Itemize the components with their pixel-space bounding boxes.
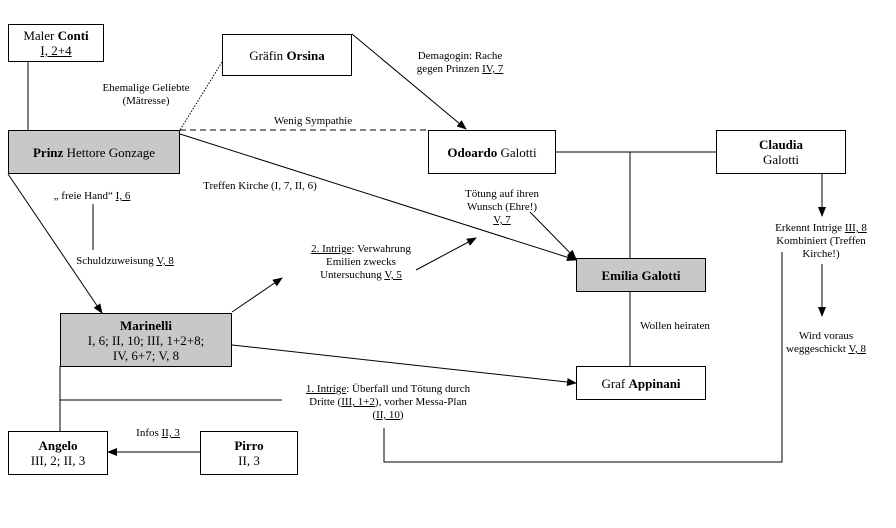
arrow-marinelli-appiani bbox=[231, 344, 577, 386]
label-intrige-2: 2. Intrige: Verwahrung Emilien zwecks Un… bbox=[311, 243, 411, 281]
node-odoardo-galotti: Odoardo Galotti bbox=[428, 130, 556, 174]
label-intrige-1: 1. Intrige: Überfall und Tötung durch Dr… bbox=[305, 383, 471, 421]
label-wollen-heiraten: Wollen heiraten bbox=[640, 320, 710, 332]
node-claudia-galotti: Claudia Galotti bbox=[716, 130, 846, 174]
arrow-odoardo-emilia bbox=[529, 211, 577, 260]
arrow-orsina-odoardo bbox=[351, 33, 467, 130]
node-graf-appiani: Graf Appinani bbox=[576, 366, 706, 400]
label-treffen-kirche: Treffen Kirche (I, 7, II, 6) bbox=[203, 180, 317, 192]
label-freie-hand: „ freie Hand“ I, 6 bbox=[53, 190, 131, 202]
arrow-prinz-marinelli bbox=[7, 173, 103, 314]
node-graefin-orsina: Gräfin Orsina bbox=[222, 34, 352, 76]
arrow-prinz-emilia bbox=[179, 133, 577, 262]
node-marinelli: Marinelli I, 6; II, 10; III, 1+2+8; IV, … bbox=[60, 313, 232, 367]
label-toetung-auf-wunsch: Tötung auf ihren Wunsch (Ehre!) V, 7 bbox=[465, 188, 539, 226]
line-erkennt-intrige1 bbox=[383, 252, 783, 463]
label-ehemalige-geliebte: Ehemalige Geliebte (Mätresse) bbox=[102, 82, 190, 107]
node-angelo: Angelo III, 2; II, 3 bbox=[8, 431, 108, 475]
line-orsina-prinz-geliebte bbox=[179, 61, 223, 131]
arrow-intrige2-toetung bbox=[415, 237, 477, 271]
node-prinz-hettore-gonzage: Prinz Hettore Gonzage bbox=[8, 130, 180, 174]
node-maler-conti: Maler Conti I, 2+4 bbox=[8, 24, 104, 62]
node-emilia-galotti: Emilia Galotti bbox=[576, 258, 706, 292]
label-wenig-sympathie: Wenig Sympathie bbox=[273, 115, 353, 127]
label-infos: Infos II, 3 bbox=[136, 427, 180, 439]
arrow-marinelli-intrige2 bbox=[231, 277, 283, 313]
node-pirro: Pirro II, 3 bbox=[200, 431, 298, 475]
label-wird-weggeschickt: Wird voraus weggeschickt V, 8 bbox=[786, 330, 866, 355]
label-demagogin-rache: Demagogin: Rache gegen Prinzen IV, 7 bbox=[416, 50, 504, 75]
label-erkennt-intrige: Erkennt Intrige III, 8 Kombiniert (Treff… bbox=[775, 222, 867, 260]
label-schuldzuweisung: Schuldzuweisung V, 8 bbox=[76, 255, 174, 267]
